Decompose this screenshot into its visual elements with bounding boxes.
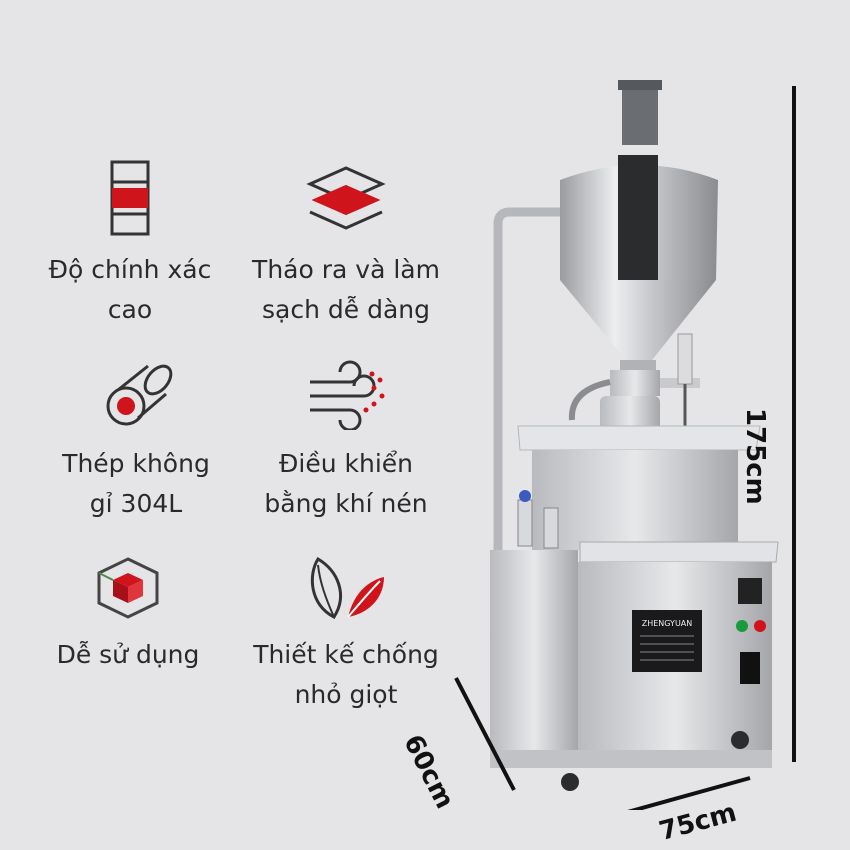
precision-gauge-icon xyxy=(110,160,150,236)
motor xyxy=(622,85,658,145)
feature-label-line2: bằng khí nén xyxy=(264,489,428,518)
filling-machine-illustration: ZHENGYUAN xyxy=(454,80,796,810)
wheel-left xyxy=(561,773,579,791)
feature-label-line1: Thiết kế chống xyxy=(253,640,439,669)
steel-pipe-icon xyxy=(106,364,173,426)
feature-label-line1: Điều khiển xyxy=(279,449,413,478)
feature-stainless-steel: Thép không gỉ 304L xyxy=(26,360,246,524)
start-button xyxy=(736,620,748,632)
table-top xyxy=(517,425,761,451)
feature-label-line1: Tháo ra và làm xyxy=(252,255,440,284)
brand-panel xyxy=(632,610,702,672)
depth-dimension-line xyxy=(454,677,516,791)
feature-label-line1: Độ chính xác xyxy=(48,255,212,284)
feed-pipe xyxy=(493,207,560,550)
hopper-cone xyxy=(560,280,716,360)
feature-label-line2: gỉ 304L xyxy=(89,489,183,518)
pneumatic-cylinder xyxy=(677,333,693,385)
feature-label-line2: nhỏ giọt xyxy=(294,680,398,709)
shelf xyxy=(579,541,779,563)
leaf-drop-icon xyxy=(310,556,384,619)
width-dimension-line xyxy=(627,776,751,810)
feature-high-precision: Độ chính xác cao xyxy=(20,160,240,330)
power-switch xyxy=(740,652,760,684)
feature-pneumatic-control: Điều khiển bằng khí nén xyxy=(236,360,456,524)
feature-label-line1: Thép không xyxy=(62,449,210,478)
height-dimension-label: 175cm xyxy=(740,408,770,505)
feature-label-line1: Dễ sử dụng xyxy=(56,640,200,669)
feature-easy-clean: Tháo ra và làm sạch dễ dàng xyxy=(236,160,456,330)
brand-panel-text: ZHENGYUAN xyxy=(642,619,693,628)
stop-button xyxy=(754,620,766,632)
air-flow-icon xyxy=(310,360,385,430)
feature-label-line2: sạch dễ dàng xyxy=(262,295,430,324)
upper-cabinet xyxy=(532,450,738,550)
feature-easy-use: Dễ sử dụng xyxy=(18,555,238,675)
feature-label-line2: cao xyxy=(107,295,153,324)
wheel-right xyxy=(731,731,749,749)
digital-display xyxy=(738,578,762,604)
lower-cabinet xyxy=(490,550,578,750)
cube-icon xyxy=(97,557,159,619)
feature-anti-drip: Thiết kế chống nhỏ giọt xyxy=(236,555,456,715)
stacked-layers-icon xyxy=(306,166,386,230)
